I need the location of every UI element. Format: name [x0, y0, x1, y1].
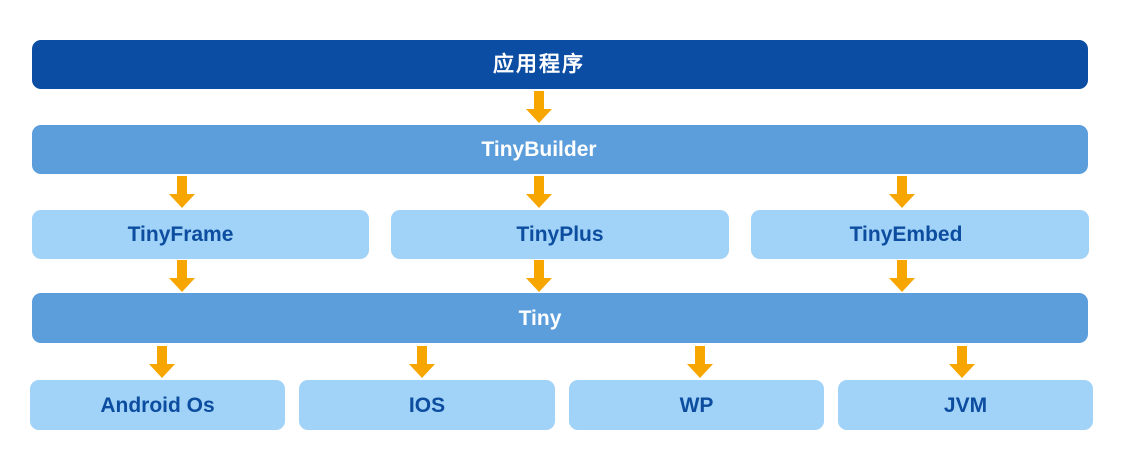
node-tinyframe-label: TinyFrame [127, 223, 234, 246]
arrow-tiny-to-androidos [149, 346, 175, 378]
node-androidos: Android Os [30, 380, 285, 430]
node-androidos-label: Android Os [100, 393, 215, 417]
node-wp-label: WP [679, 393, 714, 417]
arrow-tiny-to-ios [409, 346, 435, 378]
node-tiny: Tiny [32, 293, 1088, 343]
arrow-tinybuilder-to-tinyframe [169, 176, 195, 208]
arrow-tinyembed-to-tiny [889, 260, 915, 292]
node-tinyplus-label: TinyPlus [516, 223, 604, 246]
node-jvm: JVM [838, 380, 1093, 430]
node-jvm-label: JVM [943, 393, 988, 417]
arrow-tiny-to-wp [687, 346, 713, 378]
node-application: 应用程序 [32, 40, 1088, 89]
arrow-tinyplus-to-tiny [526, 260, 552, 292]
arrow-tinybuilder-to-tinyplus [526, 176, 552, 208]
node-tinybuilder: TinyBuilder [32, 125, 1088, 174]
node-wp: WP [569, 380, 824, 430]
node-tinyframe: TinyFrame [32, 210, 369, 259]
arrow-tinybuilder-to-tinyembed [889, 176, 915, 208]
node-tiny-label: Tiny [518, 306, 562, 330]
node-tinyembed-label: TinyEmbed [849, 223, 963, 246]
arrow-tiny-to-jvm [949, 346, 975, 378]
node-application-label: 应用程序 [493, 53, 585, 76]
arrow-tinyframe-to-tiny [169, 260, 195, 292]
node-ios: IOS [299, 380, 555, 430]
node-ios-label: IOS [408, 393, 446, 417]
arrow-application-to-tinybuilder [526, 91, 552, 123]
node-tinyplus: TinyPlus [391, 210, 729, 259]
node-tinybuilder-label: TinyBuilder [481, 138, 597, 161]
node-tinyembed: TinyEmbed [751, 210, 1089, 259]
